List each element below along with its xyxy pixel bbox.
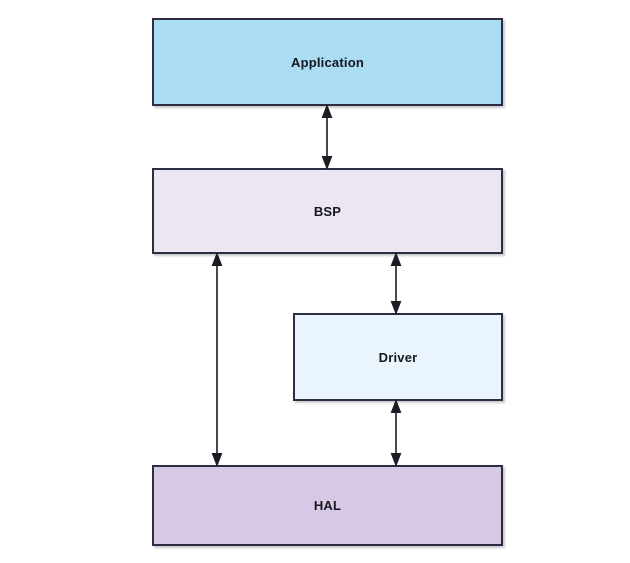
node-application[interactable]: Application: [152, 18, 503, 106]
arrowhead-down-icon: [321, 156, 333, 170]
connector-bsp-driver[interactable]: [384, 252, 408, 315]
arrowhead-down-icon: [211, 453, 223, 467]
node-application-label: Application: [291, 54, 364, 70]
arrowhead-up-icon: [390, 252, 402, 266]
connector-application-bsp[interactable]: [315, 104, 339, 170]
node-hal[interactable]: HAL: [152, 465, 503, 546]
node-driver-label: Driver: [378, 349, 418, 365]
node-bsp-label: BSP: [313, 203, 342, 219]
node-driver[interactable]: Driver: [293, 313, 503, 401]
connector-bsp-hal[interactable]: [205, 252, 229, 467]
connector-driver-hal[interactable]: [384, 399, 408, 467]
arrowhead-up-icon: [211, 252, 223, 266]
node-bsp[interactable]: BSP: [152, 168, 503, 254]
arrowhead-down-icon: [390, 301, 402, 315]
arrowhead-down-icon: [390, 453, 402, 467]
node-hal-label: HAL: [313, 498, 342, 513]
arrowhead-up-icon: [390, 399, 402, 413]
arrowhead-up-icon: [321, 104, 333, 118]
